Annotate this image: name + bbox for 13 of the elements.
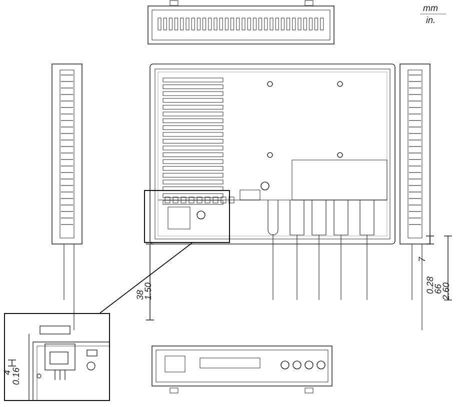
dimension-value: 0.28 [425, 276, 435, 294]
unit-label: in. [426, 15, 436, 25]
dimension-value: 2.60 [441, 282, 451, 300]
dimension-value: 66 [433, 284, 443, 294]
dimension-value: 1.50 [143, 282, 153, 300]
dimension-value: 4 [2, 370, 12, 375]
leader-line [100, 242, 192, 314]
detail-frame [144, 190, 230, 243]
dimension-value: 38 [135, 290, 145, 300]
unit-label: mm [423, 3, 438, 13]
dimension-value: 0.16 [11, 367, 21, 385]
dimension-value: 7 [417, 256, 427, 262]
detail-inset-drawing [4, 313, 110, 401]
